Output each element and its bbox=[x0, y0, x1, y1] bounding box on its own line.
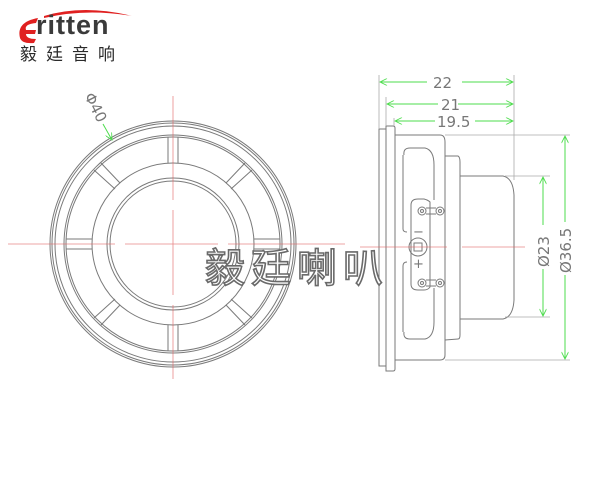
terminal-negative-icon bbox=[417, 206, 445, 216]
dim-magnet-diameter: Ø23 bbox=[535, 236, 553, 267]
dimension-lines bbox=[380, 82, 565, 359]
logo-chinese-name: 毅廷音响 bbox=[20, 45, 124, 65]
dim-frame-depth: 21 bbox=[441, 96, 460, 114]
watermark-text: 毅廷喇叭 bbox=[205, 246, 389, 292]
negative-terminal-label: − bbox=[413, 225, 424, 240]
logo-brand-text: ritten bbox=[36, 10, 110, 40]
dim-overall-depth: 22 bbox=[433, 74, 452, 92]
positive-terminal-label: + bbox=[413, 257, 424, 272]
frame-spokes bbox=[66, 137, 280, 351]
terminal-positive-icon bbox=[417, 278, 445, 288]
front-diameter-label: Φ40 bbox=[80, 90, 110, 126]
dim-cup-diameter: Ø36.5 bbox=[557, 228, 575, 273]
brand-logo: ritten 毅廷音响 bbox=[14, 4, 144, 65]
front-center-lines bbox=[8, 96, 345, 379]
dim-body-depth: 19.5 bbox=[437, 113, 470, 131]
diameter-callout: Φ40 bbox=[80, 90, 112, 140]
extension-lines bbox=[378, 75, 570, 361]
side-view bbox=[378, 125, 515, 372]
logo-swoosh-icon bbox=[19, 10, 132, 44]
